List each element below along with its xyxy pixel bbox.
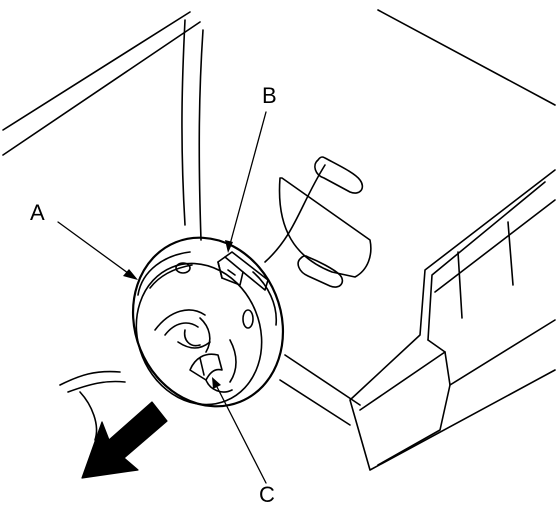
mounting-hole-right: [242, 309, 254, 329]
tab-b: [217, 251, 269, 291]
background-panel-lines: [2, 9, 556, 441]
leader-lines: [57, 111, 267, 484]
clip-c: [189, 353, 233, 393]
mounting-hole-left: [175, 262, 191, 274]
lower-slot: [297, 255, 344, 288]
component-a-housing: [131, 236, 285, 408]
leader-arrowheads: [123, 240, 233, 389]
callout-label-c: C: [259, 482, 275, 507]
upper-slot: [314, 156, 364, 194]
mounting-bracket: [264, 156, 372, 288]
arrow-down-left-icon: [81, 401, 168, 479]
callout-label-a: A: [30, 200, 45, 225]
tray-bracket: [349, 169, 556, 471]
leader-c: [214, 382, 267, 484]
harness-wire: [264, 164, 326, 263]
leader-a: [57, 221, 133, 277]
leader-b: [228, 111, 267, 249]
callout-label-b: B: [262, 83, 277, 108]
